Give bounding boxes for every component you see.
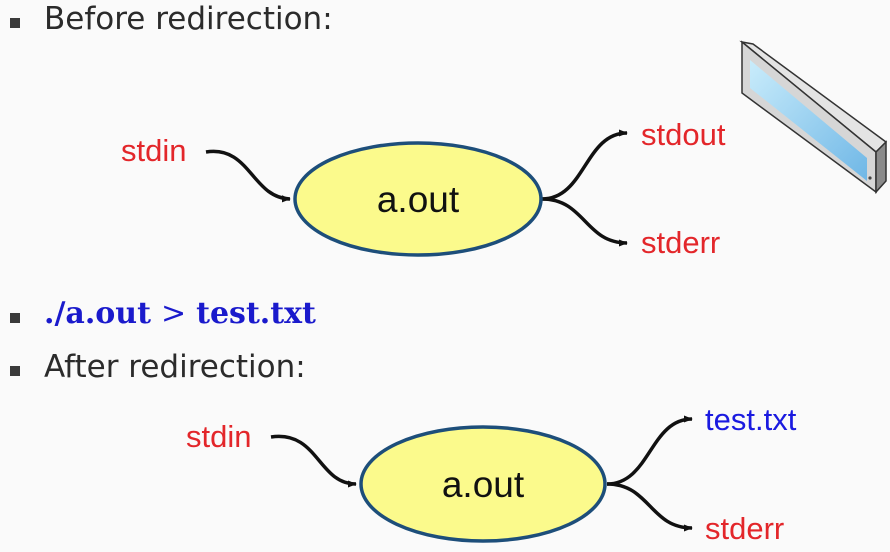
redirect-command: ./a.out > test.txt (44, 299, 316, 329)
stdin-label: stdin (186, 419, 251, 454)
monitor-icon (739, 40, 888, 194)
command-program: ./a.out (44, 296, 151, 331)
file-label: test.txt (705, 402, 797, 437)
stderr-arrow (606, 482, 693, 532)
program-label: a.out (377, 179, 460, 220)
stderr-arrow (541, 197, 628, 247)
file-arrow (606, 415, 693, 486)
stdin-label: stdin (121, 133, 186, 168)
diagram-before: a.out stdin stdout stderr (121, 40, 888, 260)
bullet-marker (10, 366, 20, 376)
bullet-before-redirection: Before redirection: (44, 1, 333, 37)
stdin-arrow (270, 434, 357, 488)
program-label: a.out (442, 464, 525, 505)
command-operator: > (160, 296, 187, 331)
stdout-arrow (541, 129, 628, 201)
stderr-label: stderr (705, 511, 784, 546)
program-ellipse (293, 141, 543, 257)
stdout-label: stdout (641, 117, 726, 152)
bullet-marker (10, 18, 20, 28)
bullet-marker (10, 313, 20, 323)
bullet-after-redirection: After redirection: (44, 349, 306, 385)
program-ellipse (359, 425, 607, 543)
command-file: test.txt (196, 296, 316, 331)
diagram-after: a.out stdin test.txt stderr (186, 402, 797, 546)
stdin-arrow (205, 149, 291, 203)
stderr-label: stderr (641, 225, 720, 260)
